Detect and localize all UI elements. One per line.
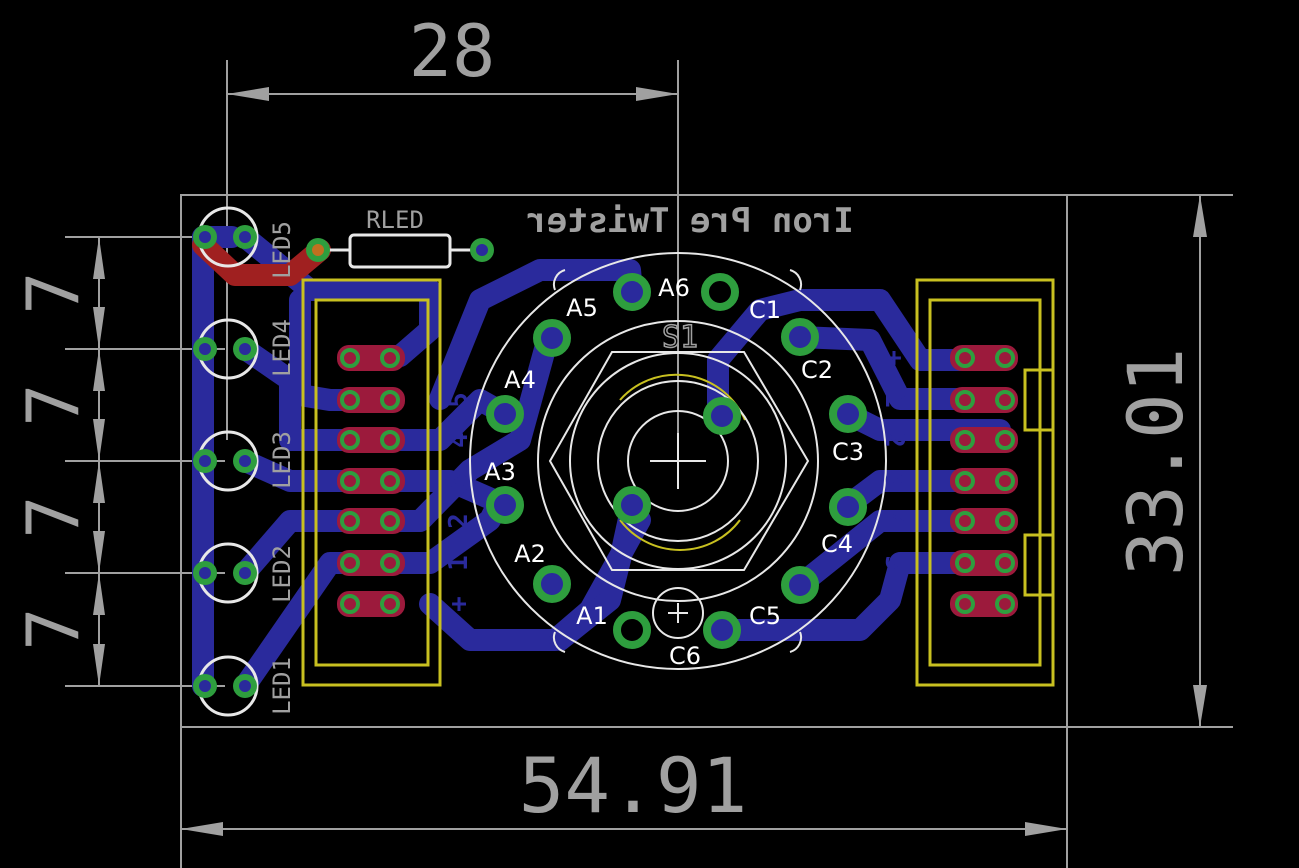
connector-outlines xyxy=(301,278,1055,687)
right-mark-6: - xyxy=(879,596,909,612)
led5-label: LED5 xyxy=(268,221,296,279)
left-mark-1: 5 xyxy=(444,392,474,408)
spacing-label-3: 7 xyxy=(11,495,95,538)
left-mark-2: 4 xyxy=(444,432,474,448)
right-mark-2: 2 xyxy=(879,432,909,448)
led3-footprint xyxy=(193,430,259,492)
spacing-label-2: 7 xyxy=(11,383,95,426)
right-connector-pads xyxy=(950,345,1018,617)
spacing-label-4: 7 xyxy=(11,607,95,650)
led4-label: LED4 xyxy=(268,319,296,377)
right-connector-marks: + 1 2 3 4 5 - xyxy=(879,350,909,612)
led4-footprint xyxy=(193,318,259,380)
led2-footprint xyxy=(193,542,259,604)
pad-label-a5: A5 xyxy=(566,294,598,322)
right-mark-3: 3 xyxy=(879,473,909,489)
connector-pad-holes xyxy=(340,348,1015,614)
switch-pad-labels: A1 A2 A3 A4 A5 A6 C1 C2 C3 C4 C5 C6 xyxy=(484,274,864,670)
left-mark-5: 1 xyxy=(444,555,474,571)
dimension-right-label: 33.01 xyxy=(1111,348,1200,577)
pad-label-c1: C1 xyxy=(749,296,781,324)
led1-footprint xyxy=(193,655,259,717)
led-labels: LED5 LED4 LED3 LED2 LED1 xyxy=(268,221,296,715)
pad-label-a3: A3 xyxy=(484,458,516,486)
left-mark-0: - xyxy=(444,350,474,366)
left-mark-6: + xyxy=(444,596,474,612)
pad-label-c5: C5 xyxy=(749,602,781,630)
left-connector-pads xyxy=(337,345,405,617)
left-connector-marks: - 5 4 3 2 1 + xyxy=(444,350,474,612)
left-mark-3: 3 xyxy=(444,473,474,489)
board-title: Iron Pre Twister xyxy=(526,201,854,241)
pad-label-a1: A1 xyxy=(576,602,608,630)
pad-label-a4: A4 xyxy=(504,366,536,394)
dimension-bottom-label: 54.91 xyxy=(519,741,748,830)
switch-pads xyxy=(486,273,867,649)
led3-label: LED3 xyxy=(268,431,296,489)
top-copper-trace xyxy=(192,234,331,286)
left-mark-4: 2 xyxy=(444,513,474,529)
led-footprints xyxy=(193,206,259,717)
right-mark-0: + xyxy=(879,350,909,366)
dimension-spacing-labels: 7 7 7 7 xyxy=(11,271,95,650)
dimension-top-label: 28 xyxy=(409,9,496,93)
pad-label-c2: C2 xyxy=(801,356,833,384)
rotary-switch-outline xyxy=(469,252,887,670)
led5-footprint xyxy=(193,206,259,268)
right-mark-5: 5 xyxy=(879,555,909,571)
resistor-label: RLED xyxy=(366,206,424,234)
led1-label: LED1 xyxy=(268,657,296,715)
pad-label-a6: A6 xyxy=(658,274,690,302)
led2-label: LED2 xyxy=(268,545,296,603)
pad-label-c3: C3 xyxy=(832,438,864,466)
resistor-footprint xyxy=(306,233,494,269)
right-mark-1: 1 xyxy=(879,392,909,408)
right-mark-4: 4 xyxy=(879,513,909,529)
pad-label-c6: C6 xyxy=(669,642,701,670)
pad-label-a2: A2 xyxy=(514,540,546,568)
switch-label: S1 xyxy=(662,320,698,355)
pad-label-c4: C4 xyxy=(821,530,853,558)
board-outline xyxy=(180,194,1068,728)
spacing-label-1: 7 xyxy=(11,271,95,314)
